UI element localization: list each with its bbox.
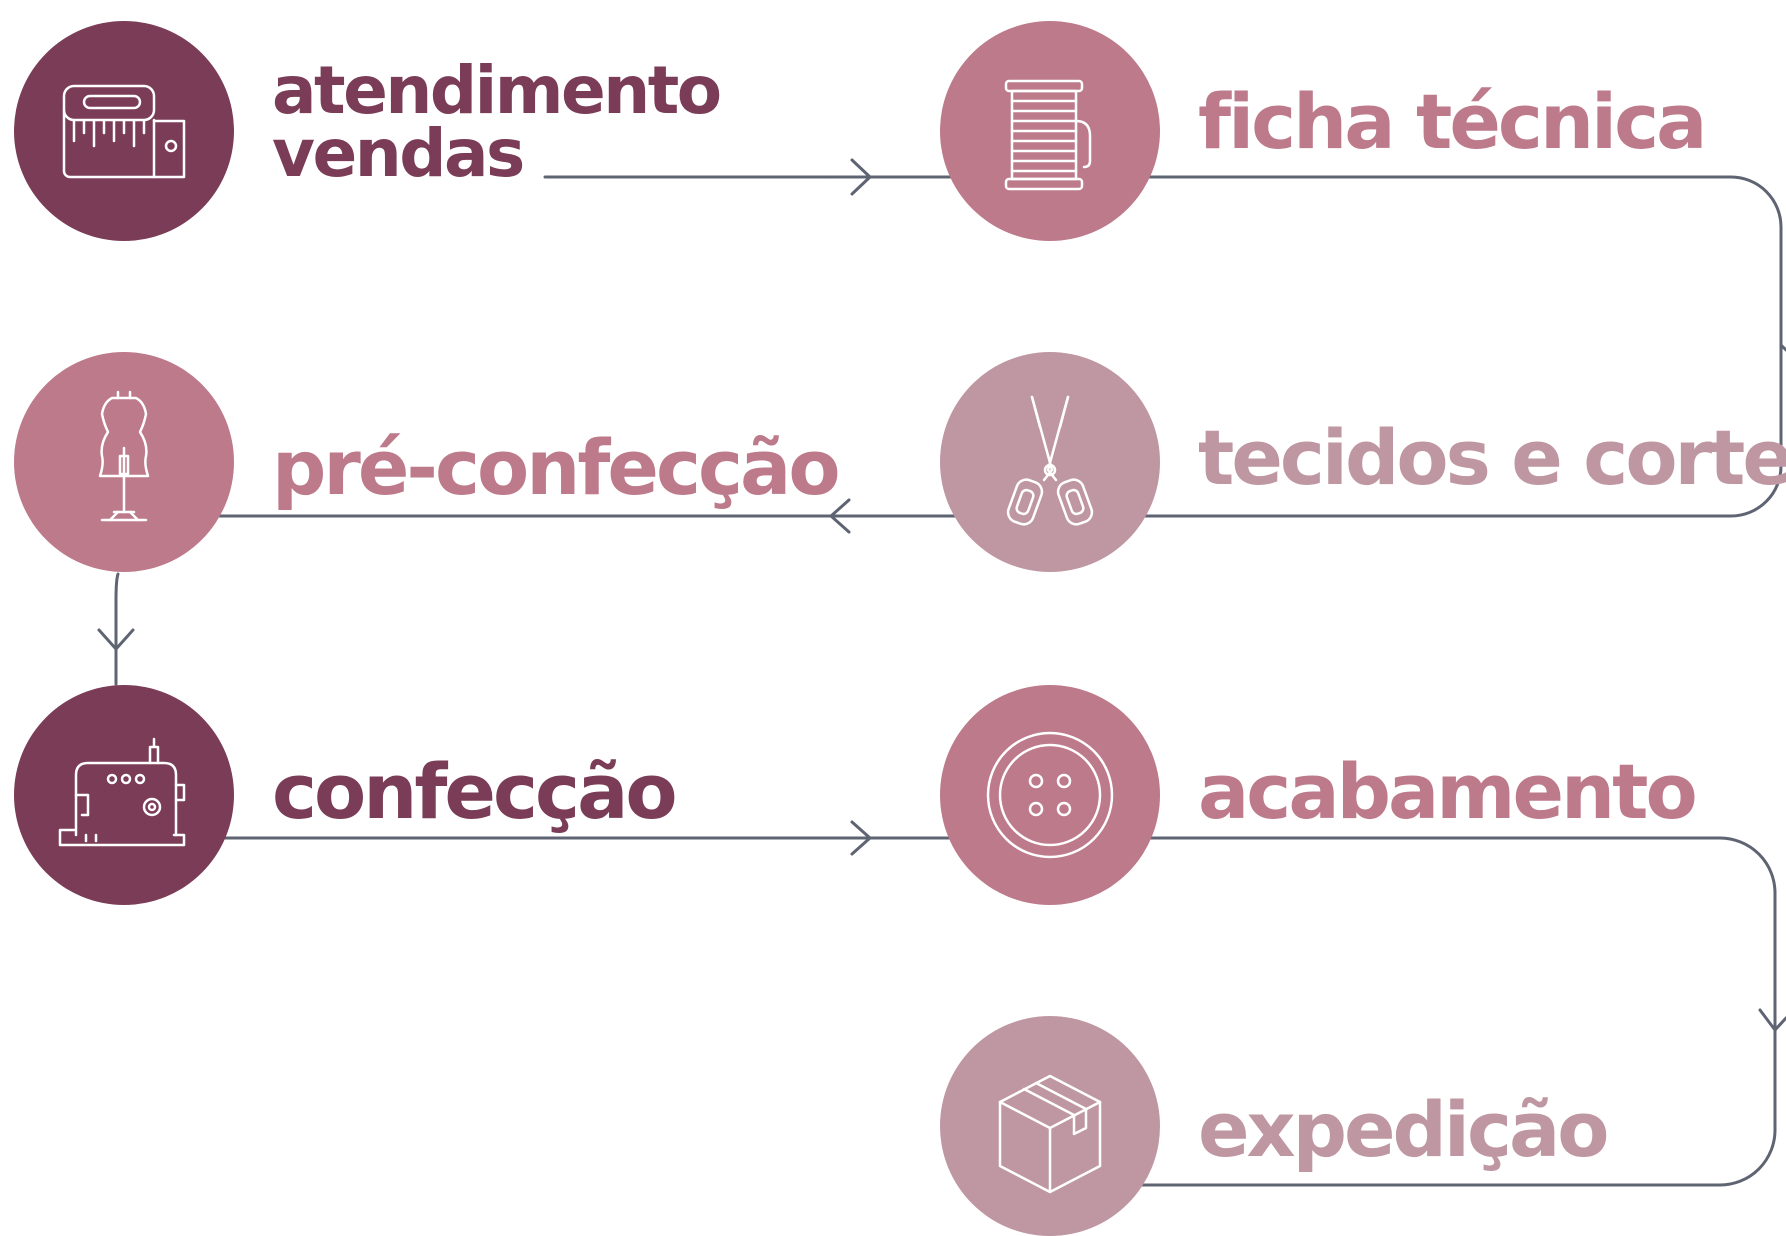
sewing-machine-icon: [58, 737, 186, 847]
stage-acabamento-label: acabamento: [1198, 747, 1698, 836]
box-icon: [998, 1074, 1102, 1194]
stage-tecidos-circle: [940, 352, 1160, 572]
arrowhead-down-right-1: [1779, 343, 1786, 352]
arrowhead-down-2: [1758, 993, 1786, 1032]
connector-pre-confeccao: [114, 572, 120, 686]
scissors-icon: [1006, 395, 1094, 526]
arrowhead-right-1: [830, 158, 872, 196]
thread-spool-icon: [1004, 79, 1092, 191]
stage-expedicao-circle: [940, 1016, 1160, 1236]
stage-tecidos-label: tecidos e cortes: [1198, 413, 1786, 502]
stage-atendimento-label-line2: vendas: [272, 114, 525, 192]
stage-acabamento-circle: [940, 685, 1160, 905]
button-icon: [986, 731, 1114, 859]
stage-pre-circle: [14, 352, 234, 572]
stage-expedicao-label: expedição: [1198, 1085, 1610, 1174]
stage-atendimento-label-line1: atendimento: [272, 52, 722, 129]
arrowhead-left-1: [829, 498, 872, 534]
stage-pre-label: pré-confecção: [272, 423, 841, 512]
stage-atendimento-label: atendimento vendas: [272, 52, 722, 192]
arrowhead-right-2: [830, 820, 872, 856]
arrowhead-down-1: [97, 608, 135, 651]
stage-ficha-label: ficha técnica: [1198, 77, 1707, 166]
dress-form-icon: [98, 390, 150, 522]
stage-confeccao-circle: [14, 685, 234, 905]
stage-confeccao-label: confecção: [272, 747, 678, 836]
stage-atendimento-circle: [14, 21, 234, 241]
stage-ficha-circle: [940, 21, 1160, 241]
tape-measure-icon: [62, 84, 186, 179]
